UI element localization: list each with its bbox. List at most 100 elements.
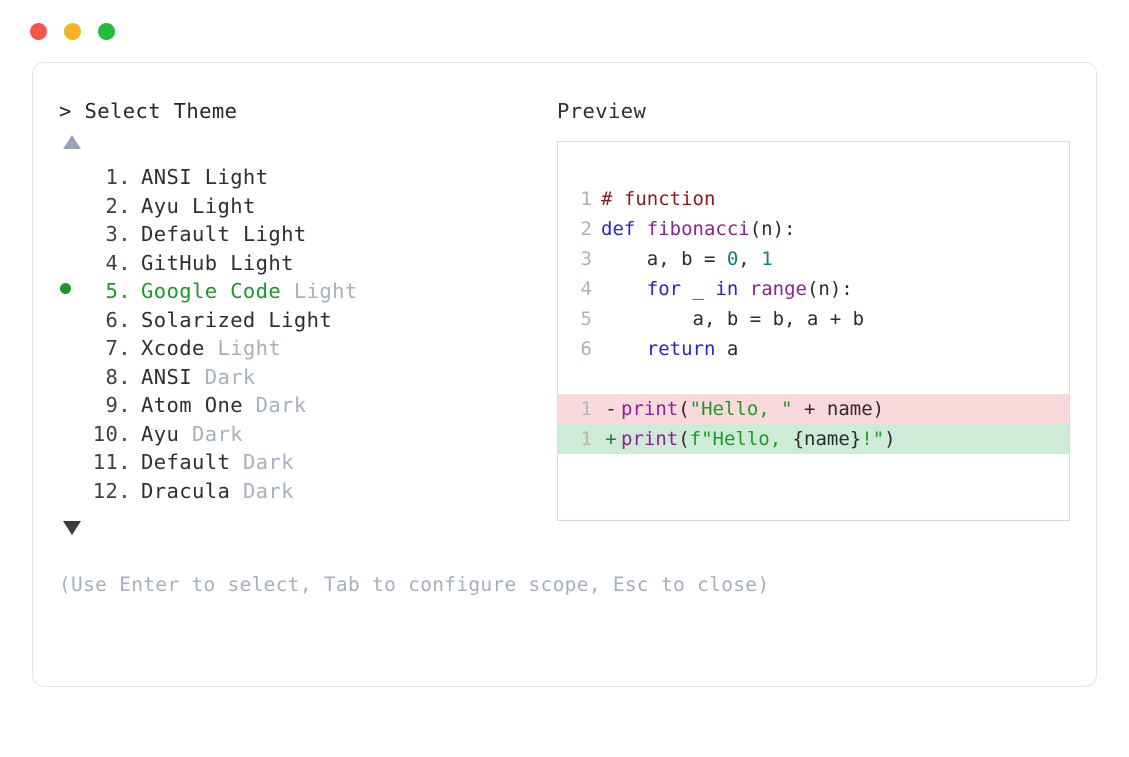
code-line-number: 2	[580, 218, 592, 240]
code-line-number: 3	[580, 248, 592, 270]
code-token: (n):	[806, 278, 853, 300]
theme-item-variant: Light	[179, 193, 256, 218]
code-token: (	[678, 398, 690, 420]
theme-item-number: 11.	[92, 450, 131, 474]
theme-item-number: 4.	[105, 250, 131, 275]
theme-list-item[interactable]: 6.Solarized Light	[59, 306, 539, 335]
theme-item-name: GitHub Light	[141, 250, 294, 275]
code-token: (	[678, 428, 690, 450]
scroll-up-arrow-icon[interactable]	[63, 135, 81, 149]
code-token: (n):	[749, 218, 796, 240]
theme-item-name: Ayu Light	[141, 193, 256, 218]
code-line-number: 4	[580, 278, 592, 300]
theme-item-variant: Light	[217, 250, 294, 275]
code-token: in	[715, 278, 739, 300]
theme-item-name: ANSI Light	[141, 165, 269, 189]
code-token: 1	[761, 248, 773, 270]
code-token: 0	[726, 248, 739, 270]
theme-list-item[interactable]: 8.ANSI Dark	[59, 363, 539, 392]
diff-line-content: print("Hello, " + name)	[621, 394, 884, 424]
code-token: for	[646, 278, 682, 300]
diff-block: 1-print("Hello, " + name)1+print(f"Hello…	[558, 394, 1069, 454]
theme-item-number: 6.	[105, 307, 131, 332]
theme-item-number: 9.	[105, 393, 131, 417]
code-line-content: # function	[601, 184, 715, 214]
theme-item-variant: Dark	[230, 450, 294, 474]
code-line-number: 1	[580, 188, 592, 210]
theme-item-variant: Dark	[230, 478, 294, 503]
code-token: range	[749, 278, 807, 300]
code-line-content: a, b = 0, 1	[601, 244, 773, 274]
keyboard-hint: (Use Enter to select, Tab to configure s…	[59, 573, 770, 596]
theme-item-variant: Light	[204, 336, 282, 360]
scroll-down-arrow-icon[interactable]	[63, 521, 81, 535]
diff-line-del: 1-print("Hello, " + name)	[558, 394, 1069, 424]
code-token: return	[646, 338, 716, 360]
theme-item-number: 1.	[105, 165, 131, 189]
theme-item-name: Google Code Light	[141, 279, 358, 303]
code-token	[601, 278, 647, 300]
code-line-number: 6	[580, 338, 592, 360]
selection-bullet-cell	[59, 277, 85, 306]
theme-item-number: 2.	[105, 193, 131, 218]
theme-list-item[interactable]: 11.Default Dark	[59, 448, 539, 477]
code-line: 5 a, b = b, a + b	[558, 304, 1069, 334]
code-line-content: return a	[601, 334, 739, 364]
code-token: ,	[738, 248, 762, 270]
code-token: f"Hello,	[689, 428, 793, 450]
diff-marker: +	[605, 428, 617, 450]
theme-list-item[interactable]: 5. Google Code Light	[59, 277, 539, 306]
maximize-dot[interactable]	[98, 22, 115, 40]
selected-bullet-icon	[60, 283, 71, 294]
theme-item-name: Ayu Dark	[141, 421, 243, 446]
theme-item-name: Atom One Dark	[141, 393, 307, 417]
theme-list-item[interactable]: 2. Ayu Light	[59, 192, 539, 221]
code-line-content: def fibonacci(n):	[601, 214, 795, 244]
theme-item-variant: Dark	[191, 364, 256, 389]
theme-list-item[interactable]: 4. GitHub Light	[59, 249, 539, 278]
theme-item-variant: Dark	[242, 393, 307, 417]
code-token: _	[681, 278, 716, 300]
theme-item-number: 5.	[105, 279, 131, 303]
theme-list-item[interactable]: 7.Xcode Light	[59, 334, 539, 363]
code-line: 2 def fibonacci(n):	[558, 214, 1069, 244]
code-line: 1 # function	[558, 184, 1069, 214]
theme-list-item[interactable]: 12.Dracula Dark	[59, 477, 539, 506]
theme-item-name: Default Light	[141, 222, 307, 246]
code-token: a, b = b, a + b	[601, 308, 865, 330]
code-line-content: for _ in range(n):	[601, 274, 853, 304]
close-dot[interactable]	[30, 22, 47, 40]
theme-item-variant: Dark	[179, 421, 243, 446]
code-token: {name}	[792, 428, 862, 450]
theme-item-variant: Light	[191, 165, 269, 189]
theme-item-variant: Light	[281, 279, 358, 303]
code-token: a	[715, 338, 739, 360]
theme-item-variant: Light	[230, 222, 307, 246]
code-line-number: 5	[580, 308, 592, 330]
theme-list-item[interactable]: 1. ANSI Light	[59, 163, 539, 192]
prompt-label: > Select Theme	[59, 99, 238, 123]
code-line: 3 a, b = 0, 1	[558, 244, 1069, 274]
diff-line-number: 1	[580, 398, 592, 420]
theme-item-number: 10.	[92, 421, 131, 446]
theme-list-item[interactable]: 10. Ayu Dark	[59, 420, 539, 449]
minimize-dot[interactable]	[64, 22, 81, 40]
code-line: 6 return a	[558, 334, 1069, 364]
diff-line-number: 1	[580, 428, 592, 450]
code-token: "Hello, "	[689, 398, 793, 420]
theme-list-item[interactable]: 3.Default Light	[59, 220, 539, 249]
code-line: 4 for _ in range(n):	[558, 274, 1069, 304]
code-token: )	[884, 428, 896, 450]
theme-item-number: 12.	[92, 478, 131, 503]
code-token: a, b =	[601, 248, 727, 270]
theme-list-item[interactable]: 9. Atom One Dark	[59, 391, 539, 420]
window-titlebar	[0, 0, 1129, 62]
code-line-content: a, b = b, a + b	[601, 304, 865, 334]
code-diff-spacer	[558, 364, 1069, 394]
